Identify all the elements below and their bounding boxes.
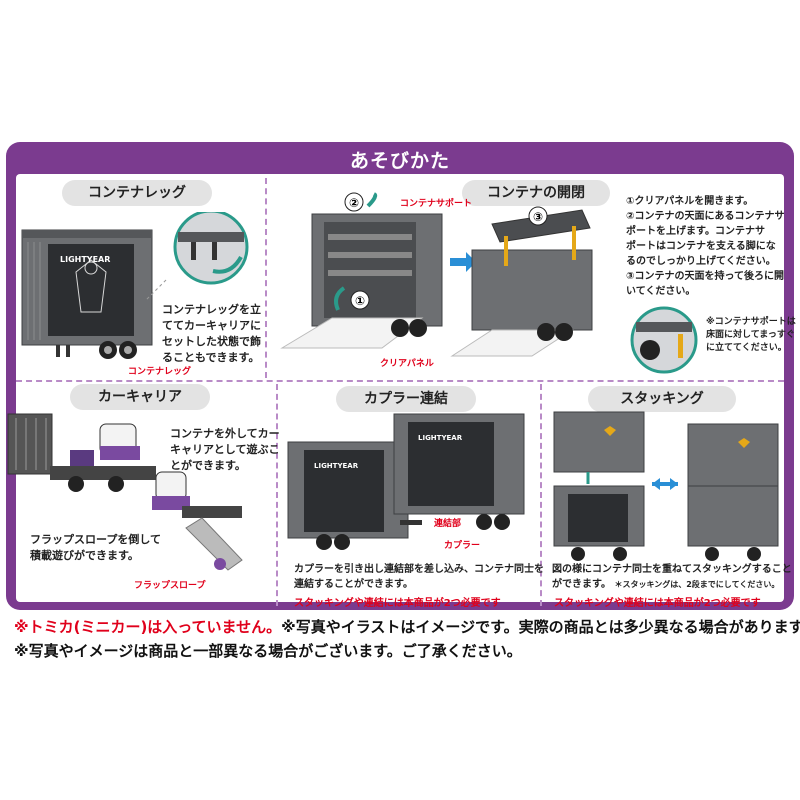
svg-text:LIGHTYEAR: LIGHTYEAR xyxy=(314,462,359,470)
svg-text:②: ② xyxy=(349,196,359,210)
car-carrier-text: コンテナを外してカー キャリアとして遊ぶこ とができます。 xyxy=(170,427,280,472)
container-open-steps: ①クリアパネルを開きます。 ②コンテナの天面にあるコンテナサ ポートを上げます。… xyxy=(626,196,785,297)
product-logo: LIGHTYEAR xyxy=(60,255,110,264)
svg-text:LIGHTYEAR: LIGHTYEAR xyxy=(418,434,463,442)
block-title-coupler: カプラー連結 xyxy=(336,386,476,412)
stacking-illustration xyxy=(553,411,779,561)
divider xyxy=(540,384,542,606)
label-coupler: カプラー xyxy=(444,541,481,551)
label-container-support: コンテナサポート xyxy=(400,199,473,209)
label-flap-slope: フラップスロープ xyxy=(134,581,206,591)
car-carrier-illustration xyxy=(7,413,243,571)
coupler-illustration: LIGHTYEAR LIGHTYEAR xyxy=(287,413,525,550)
block-title-stacking: スタッキング xyxy=(588,386,736,412)
container-leg-text: コンテナレッグを立 ててカーキャリアに セットした状態で飾 ることもできます。 xyxy=(162,303,261,364)
divider xyxy=(265,178,267,378)
label-joint: 連結部 xyxy=(434,519,462,529)
coupler-warning: スタッキングや連結には本商品が2つ必要です xyxy=(294,598,501,609)
support-zoom-illustration xyxy=(630,306,698,374)
container-open-illustration: ② ① ③ xyxy=(280,192,593,357)
section-title: あそびかた xyxy=(349,150,450,172)
footer-line-2: ※写真やイメージは商品と一部異なる場合がございます。ご了承ください。 xyxy=(14,642,522,660)
stacking-text: 図の様にコンテナ同士を重ねてスタッキングすること ができます。 ＊スタッキングは… xyxy=(552,564,792,590)
label-container-leg: コンテナレッグ xyxy=(128,367,192,377)
stacking-warning: スタッキングや連結には本商品が2つ必要です xyxy=(554,598,761,609)
label-clear-panel: クリアパネル xyxy=(380,359,434,369)
block-title-container-open: コンテナの開閉 xyxy=(462,180,610,206)
coupler-text: カプラーを引き出し連結部を差し込み、コンテナ同士を 連結することができます。 xyxy=(294,564,544,590)
car-carrier-text-2: フラップスロープを倒して 積載遊びができます。 xyxy=(30,533,162,562)
container-support-note: ※コンテナサポートは 床面に対してまっすぐ に立ててください。 xyxy=(706,317,796,353)
svg-text:①: ① xyxy=(355,294,365,308)
svg-text:③: ③ xyxy=(533,210,543,224)
block-title-car-carrier: カーキャリア xyxy=(70,384,210,410)
block-title-container-leg: コンテナレッグ xyxy=(62,180,212,206)
divider xyxy=(276,384,278,606)
footer-line-1: ※トミカ(ミニカー)は入っていません。※写真やイラストはイメージです。実際の商品… xyxy=(14,618,800,636)
container-leg-illustration: LIGHTYEAR xyxy=(21,212,249,359)
divider xyxy=(16,380,784,382)
